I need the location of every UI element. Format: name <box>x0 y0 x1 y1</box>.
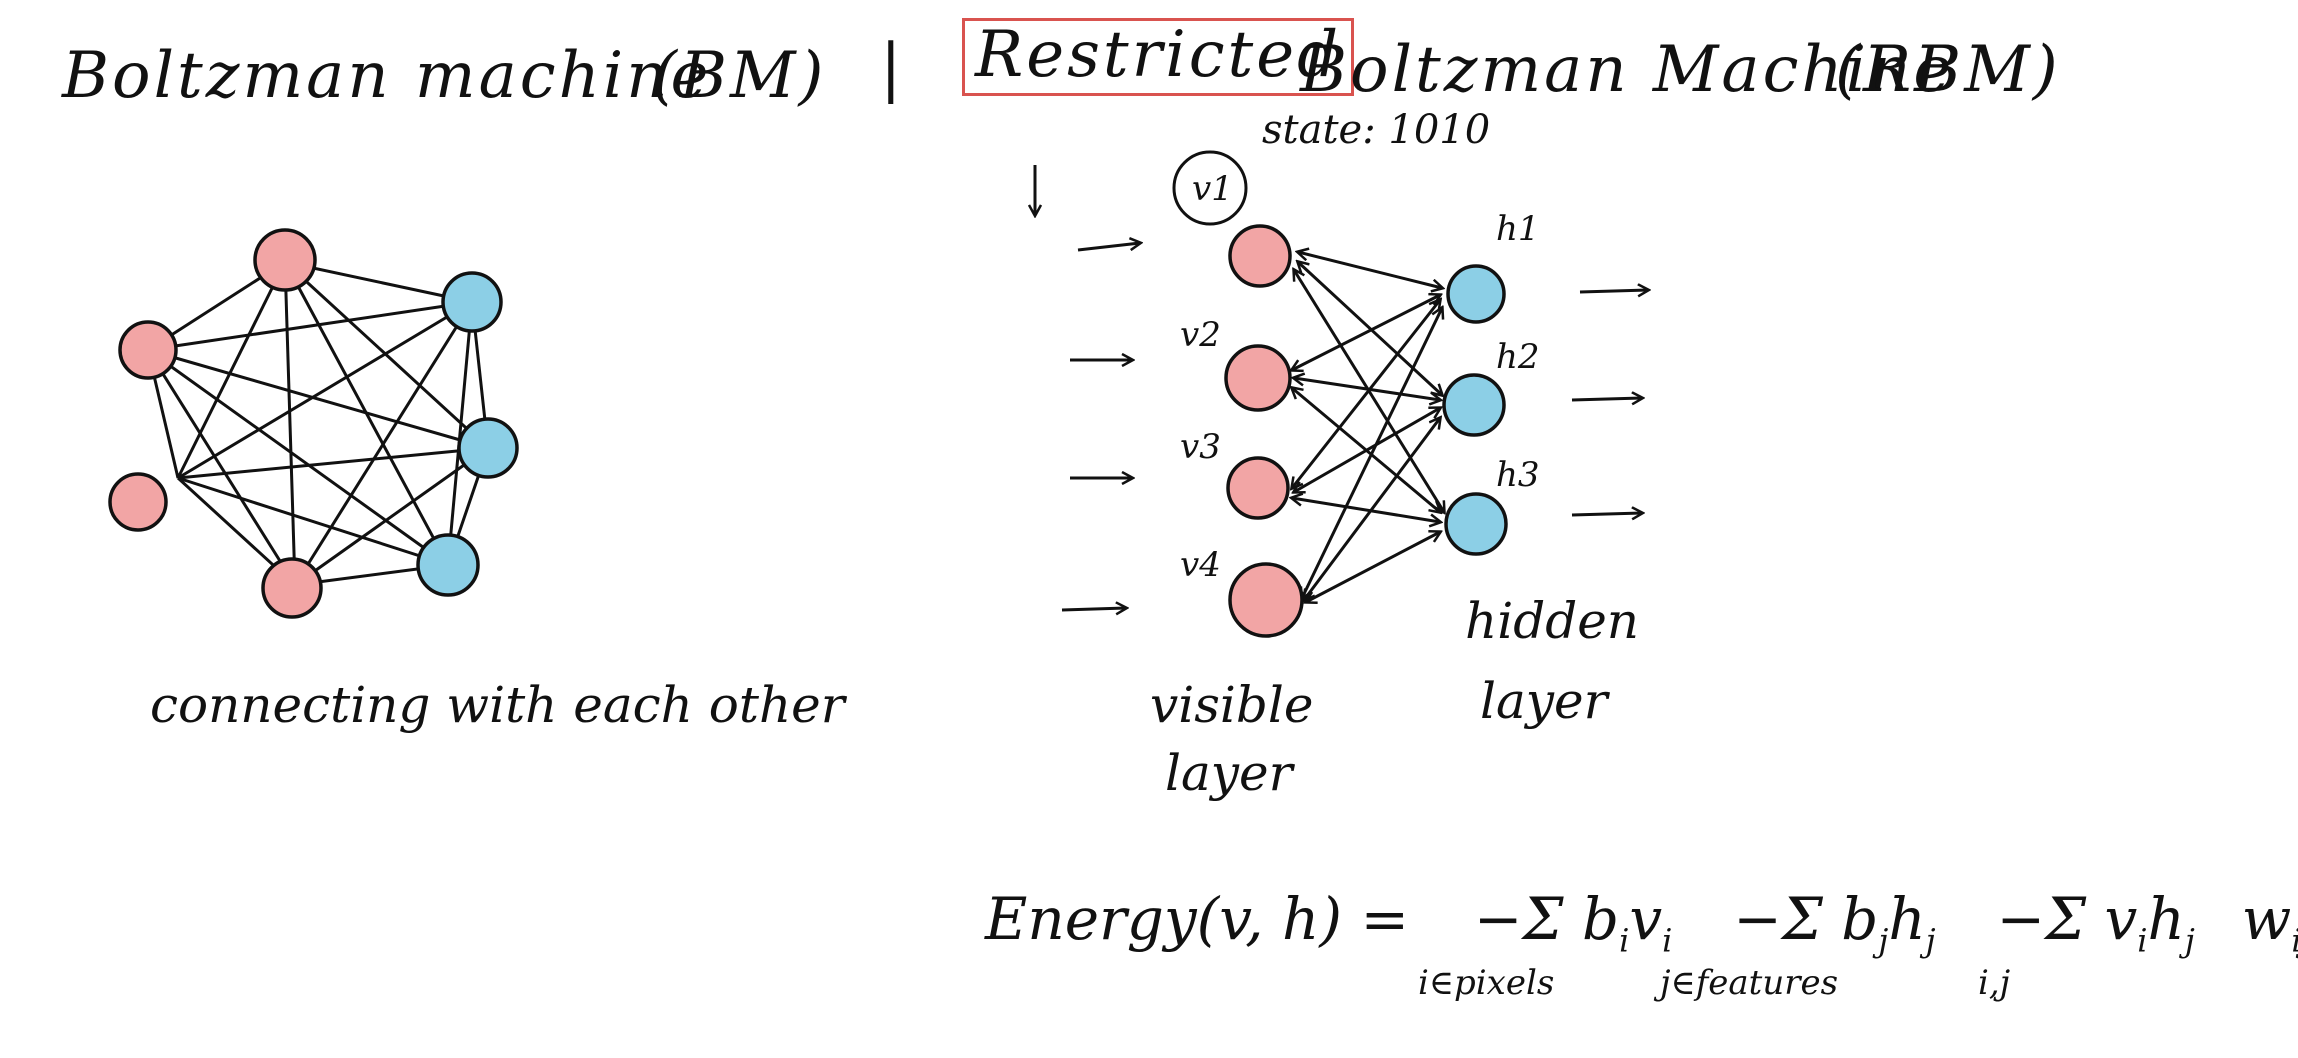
formula-lhs: Energy(v, h) = <box>985 885 1410 953</box>
node-label-v3: v3 <box>1180 427 1221 467</box>
rbm-hidden-nodes <box>1442 264 1508 556</box>
bm-caption: connecting with each other <box>150 676 845 734</box>
rbm-edges <box>1292 252 1444 602</box>
bm-visible-node <box>118 320 178 380</box>
bm-visible-node <box>253 228 317 292</box>
formula-term3-sub-j: j <box>2184 921 2195 960</box>
hidden-layer-label-line2: layer <box>1480 672 1608 730</box>
hidden-layer-label-line1: hidden <box>1465 592 1639 650</box>
restricted-word: Restricted <box>962 18 1355 96</box>
formula-term1-sub-v: i <box>1662 921 1673 960</box>
node-label-v4: v4 <box>1180 545 1221 585</box>
v1-label-circle <box>1172 150 1248 226</box>
bm-title: Boltzman machine <box>62 39 712 113</box>
bm-hidden-node <box>441 271 503 333</box>
formula-term3-var-w: w <box>2241 885 2292 953</box>
formula-term3-var-h: h <box>2147 885 2185 953</box>
node-label-h1: h1 <box>1496 209 1540 249</box>
title-divider: | <box>880 31 905 105</box>
bm-hidden-node <box>457 417 519 479</box>
rbm-visible-node-v1 <box>1228 224 1292 288</box>
formula-term2-var: h <box>1888 885 1926 953</box>
node-label-v2: v2 <box>1180 315 1221 355</box>
rbm-visible-nodes <box>1224 224 1304 638</box>
rbm-hidden-node-h3 <box>1444 492 1508 556</box>
formula-term2-sub-j: j <box>1878 921 1889 960</box>
formula-term1-var: v <box>1629 885 1663 953</box>
formula-term3-sub-i: i <box>2137 921 2148 960</box>
bm-visible-node <box>261 557 323 619</box>
node-label-h3: h3 <box>1496 455 1540 495</box>
rbm-hidden-node-h2 <box>1442 373 1506 437</box>
formula-under-pixels: i∈pixels <box>1418 963 1555 1003</box>
formula-term3-sub-ij: ij <box>2291 922 2298 960</box>
visible-layer-label-line1: visible <box>1150 676 1314 734</box>
energy-formula: Energy(v, h) = −Σ bivi −Σ bjhj −Σ vihj w… <box>985 890 2298 957</box>
formula-term2-sub-h: j <box>1925 921 1936 960</box>
bm-hidden-node <box>416 533 480 597</box>
rbm-input-arrows <box>1035 165 1140 610</box>
state-label: state: 1010 <box>1262 107 1491 153</box>
formula-term3: −Σ v <box>1996 885 2138 953</box>
rbm-visible-node-v3 <box>1226 456 1290 520</box>
rbm-output-arrows <box>1571 290 1648 515</box>
formula-under-features: j∈features <box>1660 963 1839 1003</box>
formula-term2: −Σ b <box>1733 885 1879 953</box>
rbm-title: Boltzman Machine <box>1300 33 1955 107</box>
bm-visible-node <box>108 472 168 532</box>
rbm-visible-node-v4 <box>1228 562 1304 638</box>
rbm-visible-node-v2 <box>1224 344 1292 412</box>
formula-term1: −Σ b <box>1473 885 1620 953</box>
rbm-abbr: (RBM) <box>1835 33 2061 107</box>
formula-under-ij: i,j <box>1978 963 2011 1003</box>
node-label-h2: h2 <box>1496 337 1540 377</box>
visible-layer-label-line2: layer <box>1165 744 1293 802</box>
formula-term1-sub-i: i <box>1619 921 1630 960</box>
bm-nodes <box>108 228 519 619</box>
rbm-hidden-node-h1 <box>1446 264 1506 324</box>
bm-abbr: (BM) <box>652 39 827 113</box>
node-label-v1: v1 <box>1192 169 1233 209</box>
